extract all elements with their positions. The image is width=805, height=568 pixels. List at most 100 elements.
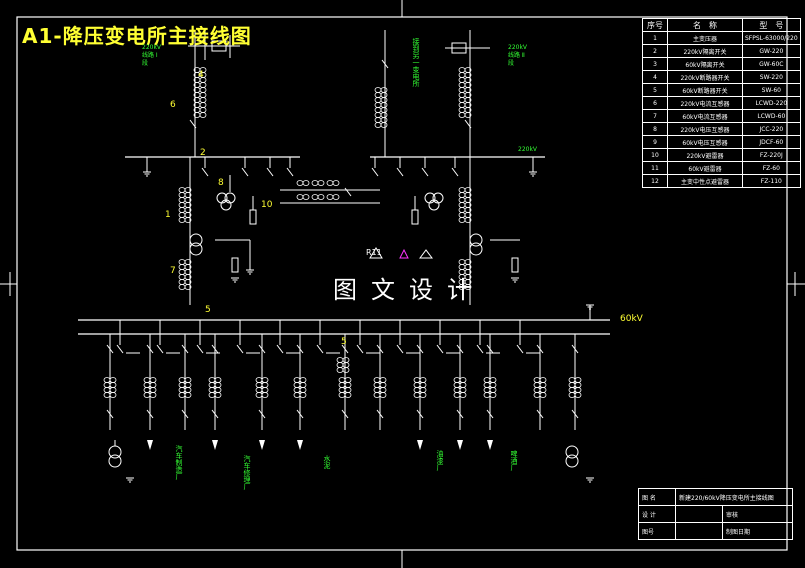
current-transformer: [344, 392, 352, 398]
current-transformer: [374, 92, 382, 98]
current-transformer: [373, 377, 381, 383]
current-transformer: [458, 202, 466, 208]
current-transformer: [299, 382, 307, 388]
breaker-switch: [236, 344, 244, 354]
current-transformer: [419, 392, 427, 398]
current-transformer: [178, 207, 186, 213]
current-transformer: [458, 207, 466, 213]
transformer-winding: [565, 454, 579, 468]
title-block-name-value: 新建220/60kV降压变电所主接线图: [675, 488, 793, 506]
bom-header-cell: 型 号: [742, 18, 801, 32]
breaker-switch: [396, 344, 404, 354]
current-transformer: [302, 194, 310, 200]
current-transformer: [178, 264, 186, 270]
current-transformer: [184, 377, 192, 383]
center-label: R11: [366, 248, 382, 257]
bom-cell: GW-60C: [742, 57, 801, 71]
current-transformer: [178, 274, 186, 280]
current-transformer: [326, 194, 334, 200]
current-transformer: [208, 382, 216, 388]
breaker-switch: [456, 344, 464, 354]
bom-cell: 2: [642, 44, 668, 58]
breaker-switch: [106, 409, 114, 419]
bom-cell: 220kV隔离开关: [667, 44, 743, 58]
current-transformer: [199, 87, 207, 93]
current-transformer: [109, 387, 117, 393]
bom-cell: 主变压器: [667, 31, 743, 45]
breaker-switch: [416, 409, 424, 419]
current-transformer: [296, 194, 304, 200]
current-transformer: [539, 387, 547, 393]
current-transformer: [149, 382, 157, 388]
current-transformer: [483, 382, 491, 388]
current-transformer: [344, 377, 352, 383]
current-transformer: [419, 387, 427, 393]
current-transformer: [458, 82, 466, 88]
feeder-arrow: [259, 440, 265, 450]
current-transformer: [149, 392, 157, 398]
breaker-switch: [286, 167, 294, 177]
current-transformer: [379, 392, 387, 398]
bus-60kv-label: 60kV: [620, 314, 643, 324]
ref-number: 5: [205, 305, 211, 315]
current-transformer: [199, 112, 207, 118]
bom-cell: FZ-110: [742, 174, 801, 188]
breaker-switch: [341, 409, 349, 419]
breaker-switch: [396, 167, 404, 177]
breaker-switch: [571, 409, 579, 419]
current-transformer: [459, 377, 467, 383]
current-transformer: [178, 284, 186, 290]
title-block-design-label: 设 计: [638, 505, 676, 523]
current-transformer: [214, 377, 222, 383]
breaker-switch: [296, 344, 304, 354]
breaker-switch: [381, 59, 389, 69]
bom-cell: 220kV避雷器: [667, 148, 743, 162]
capacitor: [451, 42, 467, 54]
current-transformer: [380, 122, 388, 128]
center-symbol: [419, 249, 433, 259]
bottom-feeder-label: 啤酒厂: [510, 450, 518, 471]
current-transformer: [342, 362, 350, 368]
title-block-drawing-no-label: 图号: [638, 522, 676, 540]
title-block: 图 名 新建220/60kV降压变电所主接线图 设 计 审核 图号 制图日期: [638, 488, 793, 540]
transformer-winding: [469, 233, 483, 247]
current-transformer: [458, 102, 466, 108]
current-transformer: [458, 217, 466, 223]
current-transformer: [311, 180, 319, 186]
current-transformer: [143, 387, 151, 393]
current-transformer: [459, 392, 467, 398]
current-transformer: [184, 217, 192, 223]
transformer-winding: [224, 192, 236, 204]
current-transformer: [178, 202, 186, 208]
current-transformer: [149, 387, 157, 393]
feeder-arrow: [297, 440, 303, 450]
transformer-winding: [424, 192, 436, 204]
current-transformer: [380, 107, 388, 113]
watermark-text: 图文设计: [333, 276, 485, 304]
current-transformer: [332, 180, 340, 186]
current-transformer: [458, 187, 466, 193]
ref-number: 1: [165, 210, 171, 220]
current-transformer: [374, 107, 382, 113]
ref-number: 7: [170, 266, 176, 276]
current-transformer: [178, 387, 186, 393]
current-transformer: [338, 382, 346, 388]
current-transformer: [568, 377, 576, 383]
breaker-switch: [116, 344, 124, 354]
breaker-switch: [146, 409, 154, 419]
current-transformer: [293, 377, 301, 383]
breaker-switch: [476, 344, 484, 354]
current-transformer: [103, 377, 111, 383]
current-transformer: [374, 112, 382, 118]
breaker-switch: [451, 167, 459, 177]
breaker-switch: [106, 344, 114, 354]
feeder-label-middle: 接到另一变电所: [412, 38, 420, 87]
feeder-arrow: [457, 440, 463, 450]
breaker-switch: [464, 119, 472, 129]
current-transformer: [178, 377, 186, 383]
